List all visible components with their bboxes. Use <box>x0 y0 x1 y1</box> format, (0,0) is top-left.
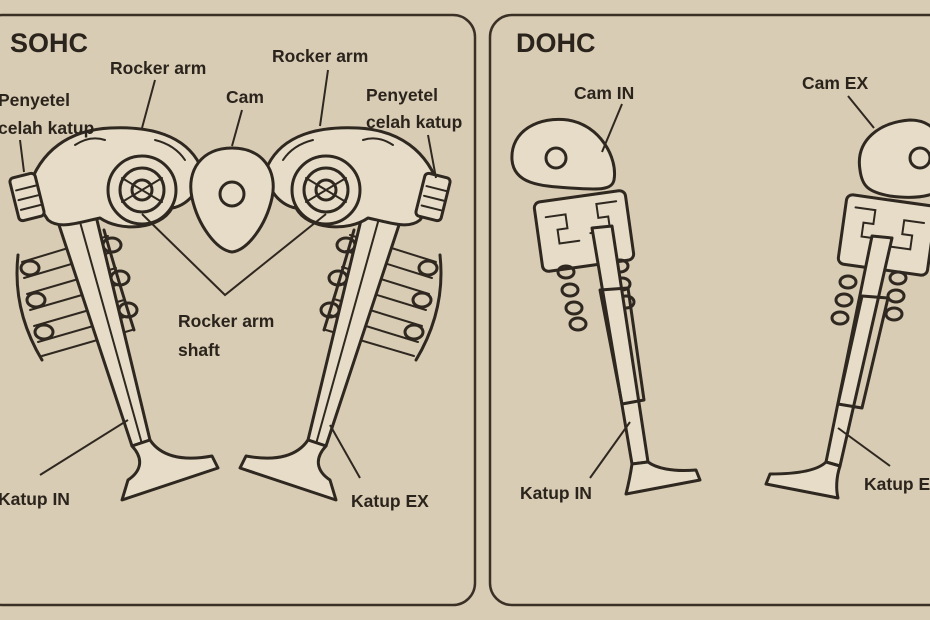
dohc-cam-in <box>510 117 617 191</box>
sohc-leader-lines <box>19 69 437 479</box>
label-adjuster-right-1: Penyetel <box>366 85 438 105</box>
sohc-cam <box>189 146 275 254</box>
intake-valve-spring <box>15 228 139 362</box>
right-rocker-arm <box>265 126 452 229</box>
label-rocker-arm-left: Rocker arm <box>110 58 206 78</box>
label-cam: Cam <box>226 87 264 107</box>
label-adjuster-left-1: Penyetel <box>0 90 70 110</box>
exhaust-valve <box>238 214 402 502</box>
intake-valve <box>56 214 220 502</box>
dohc-title: DOHC <box>516 28 596 58</box>
label-rocker-shaft-2: shaft <box>178 340 220 360</box>
label-valve-in-sohc: Katup IN <box>0 489 70 509</box>
dohc-cam-ex <box>857 118 930 199</box>
sohc-title: SOHC <box>10 28 88 58</box>
label-adjuster-right-2: celah katup <box>366 112 462 132</box>
label-adjuster-left-2: celah katup <box>0 118 94 138</box>
dohc-intake-valve-assembly <box>532 189 702 496</box>
dohc-panel: DOHC <box>488 13 930 607</box>
left-rocker-arm <box>8 126 203 229</box>
dohc-leader-lines <box>589 95 891 479</box>
label-rocker-shaft-1: Rocker arm <box>178 311 274 331</box>
sohc-panel: SOHC <box>0 13 477 607</box>
label-valve-ex-sohc: Katup EX <box>351 491 429 511</box>
label-rocker-arm-right: Rocker arm <box>272 46 368 66</box>
dohc-exhaust-valve-assembly <box>764 193 930 500</box>
label-valve-ex-dohc: Katup EX <box>864 474 930 494</box>
sohc-panel-frame <box>0 13 477 607</box>
label-cam-ex: Cam EX <box>802 73 868 93</box>
dohc-panel-frame <box>488 13 930 607</box>
label-valve-in-dohc: Katup IN <box>520 483 592 503</box>
label-cam-in: Cam IN <box>574 83 634 103</box>
